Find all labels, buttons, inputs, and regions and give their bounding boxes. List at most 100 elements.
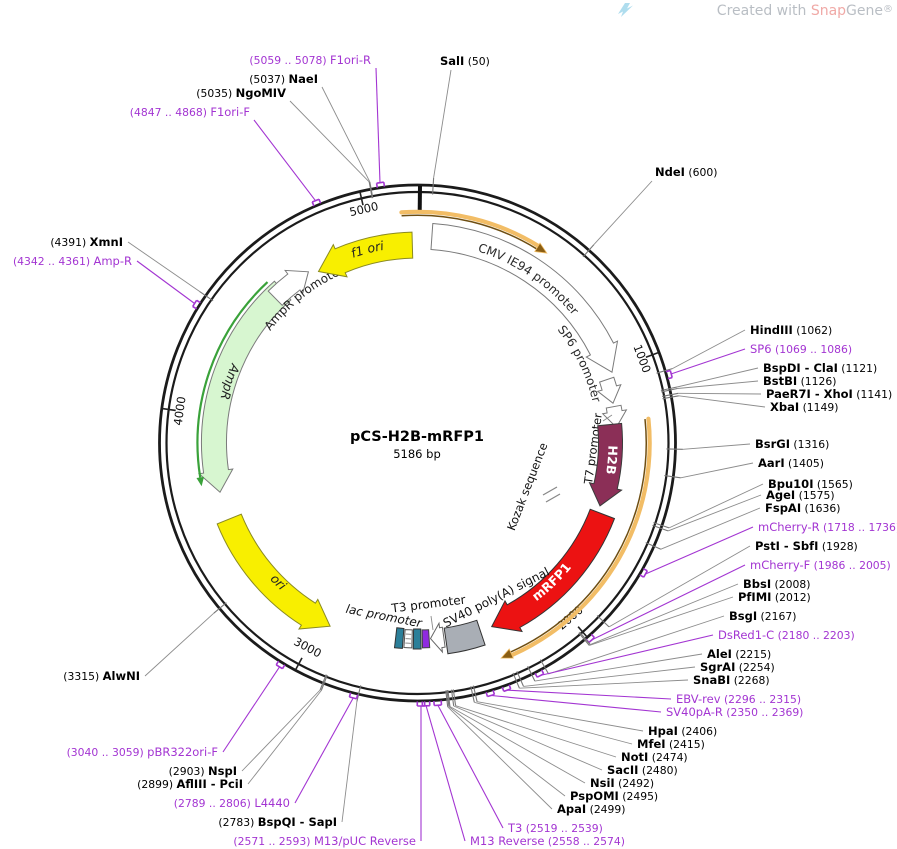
plasmid-size: 5186 bp xyxy=(393,447,441,461)
backbone-outer-circle xyxy=(158,183,677,703)
callout-name: PfIMI xyxy=(738,590,771,604)
leader-mcherry-r xyxy=(645,526,754,575)
callout-name: BspDI - ClaI xyxy=(763,361,838,375)
leader-t3 xyxy=(437,704,504,829)
callout-position: (4391) xyxy=(50,236,89,249)
transcript-arc-right-dark xyxy=(510,419,648,653)
site-tick-ndei xyxy=(582,244,595,258)
callout-name: BsgI xyxy=(729,609,757,623)
site-tick-psti-sbfi xyxy=(596,615,610,628)
transcript-arc-top-dark xyxy=(401,214,537,250)
callout-position: (2008) xyxy=(771,578,810,591)
callout-naei: (5037) NaeI xyxy=(249,72,318,86)
callout-name: ApaI xyxy=(557,802,586,816)
callout-position: (2350 .. 2369) xyxy=(723,706,804,719)
feature-mRFP1 xyxy=(490,508,616,633)
callout-l4440: (2789 .. 2806) L4440 xyxy=(174,796,290,810)
leader-nsii xyxy=(449,706,586,784)
feature-ori xyxy=(216,513,331,630)
feature-AmpR xyxy=(197,280,292,493)
callout-name: SalI xyxy=(440,54,464,68)
leader-sp6 xyxy=(671,348,746,375)
site-tick-ngomiv xyxy=(368,181,373,199)
callout-position: (1121) xyxy=(838,362,877,375)
leader-snabi xyxy=(519,679,689,689)
callout-apai: ApaI (2499) xyxy=(557,802,626,816)
callout-dsred1-c: DsRed1-C (2180 .. 2203) xyxy=(718,628,855,642)
feature-H2B xyxy=(588,422,623,507)
callout-pspomi: PspOMI (2495) xyxy=(570,789,658,803)
callout-name: PstI - SbfI xyxy=(755,539,818,553)
transcript-arc-top-light xyxy=(399,209,541,248)
ampr-direction-line xyxy=(196,281,269,478)
site-tick-bpu10i xyxy=(653,522,670,529)
callout-position: (5037) xyxy=(249,73,288,86)
plasmid-title: pCS-H2B-mRFP1 xyxy=(350,429,484,445)
callout-name: PaeR7I - XhoI xyxy=(766,387,853,401)
callout-name: M13/pUC Reverse xyxy=(314,834,416,848)
callout-ngomiv: (5035) NgoMIV xyxy=(196,86,286,100)
leader-alei xyxy=(534,653,703,682)
leader-bstbi xyxy=(677,380,759,389)
transcript-arc-top-arrowhead xyxy=(534,242,548,254)
leader-bspdi-clai xyxy=(676,367,759,388)
leader-nspi xyxy=(241,689,321,772)
feature-misc-feature-teal-2 xyxy=(393,627,405,649)
callout-name: mCherry-F xyxy=(750,558,810,572)
callout-position: (2783) xyxy=(218,816,257,829)
callout-position: (1928) xyxy=(818,540,857,553)
callout-position: (1069 .. 1086) xyxy=(772,343,853,356)
backbone-inner-circle xyxy=(165,190,670,696)
callout-position: (1718 .. 1736) xyxy=(820,521,897,534)
primer-bracket-mcherry-f xyxy=(588,637,595,644)
leader-mfei xyxy=(474,701,633,745)
callout-t3: T3 (2519 .. 2539) xyxy=(507,821,603,835)
site-tick-sgrai xyxy=(516,671,525,687)
callout-position: (2558 .. 2574) xyxy=(544,835,625,848)
callout-mfei: MfeI (2415) xyxy=(637,737,705,751)
primer-bracket-end-dsred1-c-0 xyxy=(540,669,545,675)
primer-bracket-end-pbr322ori-f-0 xyxy=(281,664,286,670)
primer-bracket-end-ebv-rev-0 xyxy=(508,684,512,690)
site-tick-pfimi xyxy=(578,632,590,646)
callout-name: L4440 xyxy=(254,796,290,810)
callout-bstbi: BstBI (1126) xyxy=(763,374,837,388)
leader-noti xyxy=(455,705,617,758)
transcript-arc-right-light xyxy=(509,416,652,658)
primer-bracket-end-mcherry-f-0 xyxy=(590,633,595,639)
callout-sv40pa-r: SV40pA-R (2350 .. 2369) xyxy=(666,705,803,719)
callout-name: SgrAI xyxy=(700,660,735,674)
leader-sali xyxy=(433,69,452,179)
scale-tick-5000 xyxy=(359,191,364,206)
callout-name: NsiI xyxy=(590,776,615,790)
callout-name: SV40pA-R xyxy=(666,705,723,719)
site-tick-paer7i-xhoi xyxy=(661,392,679,397)
feature-AmpR promoter xyxy=(267,269,310,307)
callout-hpai: HpaI (2406) xyxy=(648,724,717,738)
callout-position: (3040 .. 3059) xyxy=(67,746,148,759)
callout-name: DsRed1-C xyxy=(718,628,774,642)
ampr-direction-line-arrowhead xyxy=(196,476,204,487)
primer-bracket-end-amp-r-0 xyxy=(192,305,198,310)
leader-afliii-pcii xyxy=(247,690,322,785)
callout-position: (4342 .. 4361) xyxy=(13,255,94,268)
callout-position: (1141) xyxy=(853,388,892,401)
primer-bracket-end-f1ori-f-1 xyxy=(318,198,322,204)
site-tick-snabi xyxy=(512,672,520,689)
leader-aari xyxy=(680,462,754,479)
callout-name: pBR322ori-F xyxy=(147,745,218,759)
callout-position: (1062) xyxy=(793,324,832,337)
feature-H2B-label: H2B xyxy=(603,445,620,475)
site-tick-nsii xyxy=(447,690,451,707)
callout-name: NaeI xyxy=(289,72,318,86)
site-tick-mfei xyxy=(470,686,475,703)
site-tick-bspdi-clai xyxy=(660,386,678,392)
callout-bspqi-sapi: (2783) BspQI - SapI xyxy=(218,815,337,829)
callout-position: (4847 .. 4868) xyxy=(130,106,211,119)
callout-name: Bpu10I xyxy=(768,477,813,491)
callout-name: XbaI xyxy=(770,400,799,414)
leader-pbr322ori-f xyxy=(222,666,280,753)
callout-mcherry-r: mCherry-R (1718 .. 1736) xyxy=(758,520,897,534)
callout-name: NgoMIV xyxy=(236,86,286,100)
